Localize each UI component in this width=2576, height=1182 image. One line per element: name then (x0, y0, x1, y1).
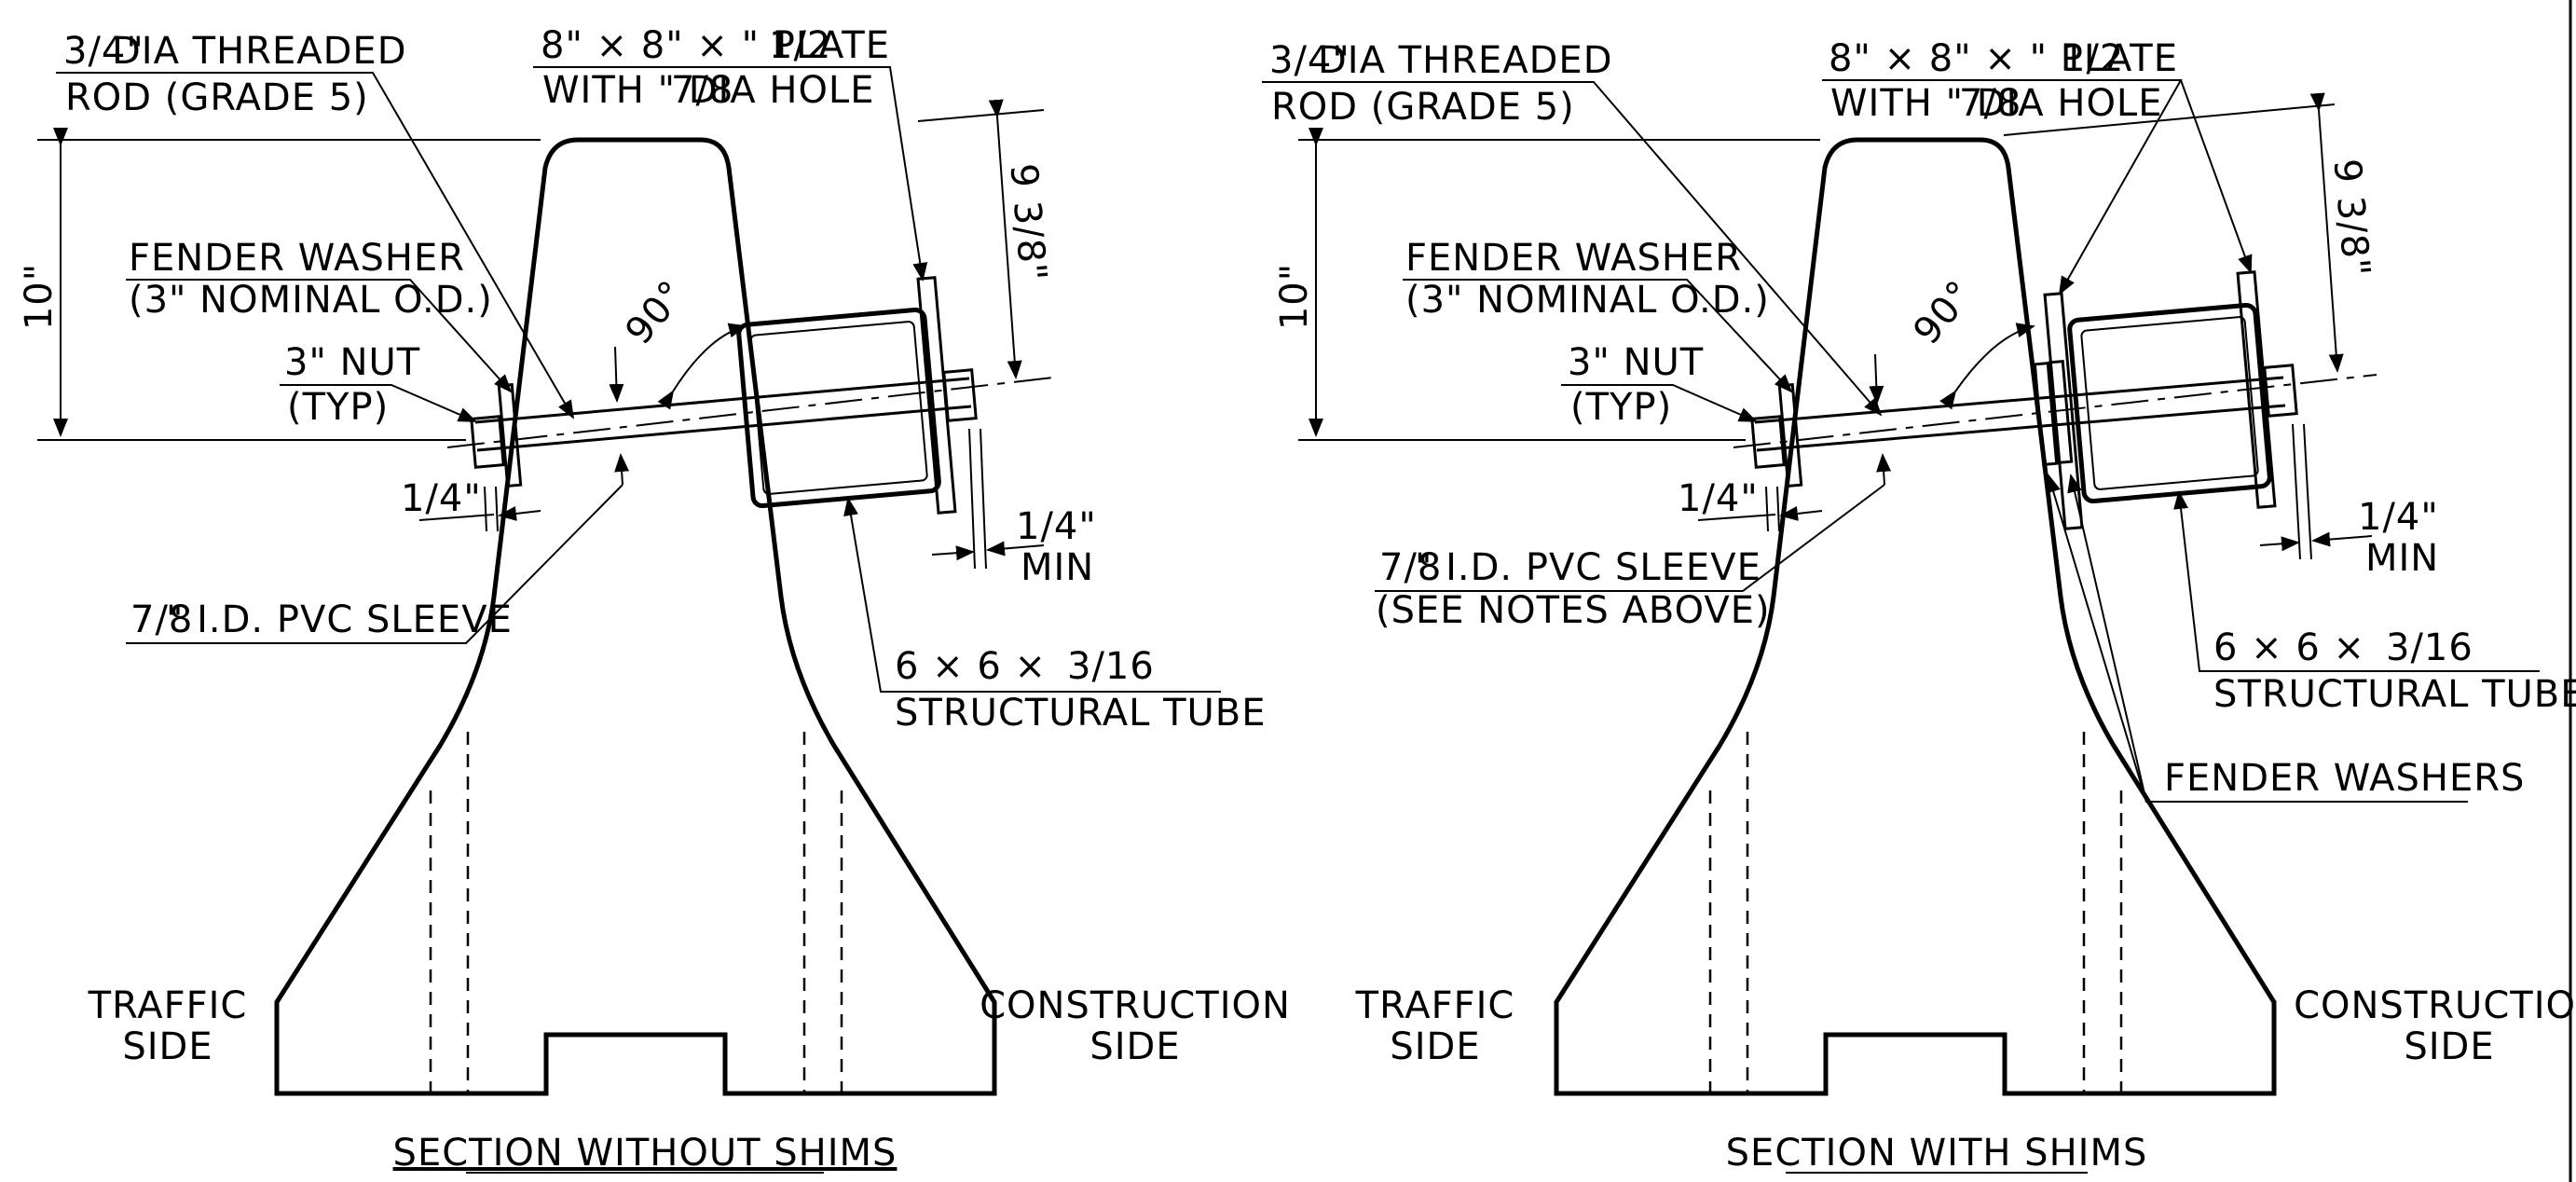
construction-side-1: CONSTRUCTION (980, 984, 1291, 1027)
tube-label-1: 6 × 6 × (2213, 626, 2365, 669)
plate-label-2: WITH " DIA HOLE (542, 69, 874, 112)
height-dim: 10" (18, 263, 61, 330)
sleeve-label-1: " I.D. PVC SLEEVE (166, 598, 513, 641)
nut-label-2: (TYP) (287, 386, 389, 429)
washer-label-2: (3" NOMINAL O.D.) (1405, 279, 1770, 322)
nut-left (1750, 415, 1786, 469)
view-title: SECTION WITH SHIMS (1726, 1132, 2148, 1175)
traffic-side-1: TRAFFIC (88, 984, 248, 1027)
section-with-shims: 10" 3/4" DIA THREADED ROD (GRADE 5) 8" ×… (1262, 37, 2576, 1175)
nut-label-2: (TYP) (1570, 386, 1672, 429)
barrier-outline (1554, 137, 2277, 1096)
plate-label-1: 8" × 8" × " PLATE (1829, 37, 2178, 80)
sleeve-frac: 7/8 (130, 598, 193, 641)
nut-right (2263, 364, 2298, 418)
nut-right (942, 368, 978, 422)
plate-dim: 9 3/8" (2325, 158, 2378, 279)
rod-label-2: ROD (GRADE 5) (1271, 86, 1575, 129)
construction-side-2: SIDE (2404, 1025, 2494, 1068)
plate-frac-1: 1/2 (769, 24, 831, 67)
min-label: MIN (1021, 546, 1094, 589)
plate-label-1: 8" × 8" × " PLATE (541, 24, 890, 67)
construction-side-1: CONSTRUCTION (2294, 984, 2576, 1027)
rod-frac: 3/4" (1269, 39, 1350, 82)
sleeve-frac: 7/8 (1379, 546, 1442, 589)
nut-label-1: 3" NUT (284, 341, 420, 384)
tube-frac: 3/16 (2386, 626, 2473, 669)
quarter-right: 1/4" (2358, 496, 2439, 539)
tube-label-2: STRUCTURAL TUBE (2213, 673, 2576, 716)
rod-label-2: ROD (GRADE 5) (65, 76, 369, 119)
angle-label: 90° (617, 272, 694, 352)
structural-tube (2067, 302, 2272, 504)
barrier-outline (274, 137, 997, 1096)
nut-label-1: 3" NUT (1568, 341, 1704, 384)
rod-frac: 3/4" (63, 30, 144, 73)
quarter-right: 1/4" (1016, 505, 1097, 548)
washer-label-2: (3" NOMINAL O.D.) (129, 279, 493, 322)
traffic-side-2: SIDE (122, 1025, 212, 1068)
tube-frac: 3/16 (1067, 645, 1155, 688)
tube-label-1: 6 × 6 × (895, 645, 1047, 688)
fender-washers-label: FENDER WASHERS (2164, 757, 2525, 800)
plate-frac-2: 7/8 (1959, 82, 2021, 125)
plate-left (2043, 292, 2084, 530)
quarter-left: 1/4" (1678, 477, 1759, 520)
angle-label: 90° (1905, 272, 1982, 352)
tube-label-2: STRUCTURAL TUBE (895, 692, 1267, 735)
washer-label-1: FENDER WASHER (129, 237, 465, 280)
traffic-side-1: TRAFFIC (1355, 984, 1515, 1027)
sleeve-label-2: (SEE NOTES ABOVE) (1376, 589, 1771, 632)
plate-frac-2: 7/8 (671, 69, 733, 112)
min-label: MIN (2365, 537, 2439, 580)
sleeve-label-1: " I.D. PVC SLEEVE (1415, 546, 1761, 589)
shim (2033, 361, 2059, 467)
section-without-shims: 10" 3/4" DIA THREADED ROD (GRADE 5) 8" ×… (18, 24, 1291, 1175)
height-dim: 10" (1273, 263, 1316, 330)
rod-label-1: DIA THREADED (1318, 39, 1613, 82)
plate-label-2: WITH " DIA HOLE (1830, 82, 2162, 125)
rod-label-1: DIA THREADED (112, 30, 407, 73)
washer-label-1: FENDER WASHER (1405, 237, 1742, 280)
construction-side-2: SIDE (1089, 1025, 1180, 1068)
nut-left (470, 415, 505, 469)
plate-frac-1: 1/2 (2062, 37, 2124, 80)
plate-dim: 9 3/8" (1002, 162, 1055, 283)
quarter-left: 1/4" (401, 477, 482, 520)
view-title: SECTION WITHOUT SHIMS (393, 1132, 897, 1175)
traffic-side-2: SIDE (1390, 1025, 1480, 1068)
